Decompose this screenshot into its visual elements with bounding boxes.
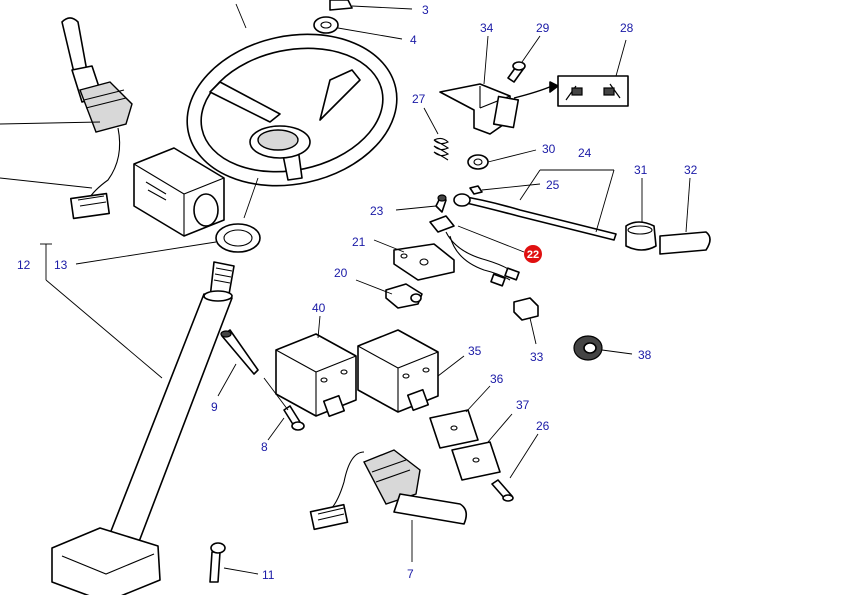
control-lever-7[interactable] bbox=[309, 449, 468, 562]
column-housing-bracket[interactable] bbox=[133, 147, 225, 237]
label-31: 31 bbox=[634, 163, 648, 177]
connector-33[interactable] bbox=[513, 297, 539, 345]
nut-3[interactable] bbox=[329, 0, 413, 11]
shift-rod-24[interactable] bbox=[453, 169, 617, 241]
label-27: 27 bbox=[412, 92, 426, 106]
washer-4[interactable] bbox=[313, 16, 403, 40]
knob-collar-31[interactable] bbox=[625, 178, 657, 251]
screw-29[interactable] bbox=[507, 35, 541, 83]
nut-25[interactable] bbox=[469, 183, 541, 195]
label-3: 3 bbox=[422, 3, 429, 17]
label-23: 23 bbox=[370, 204, 384, 218]
bolt-23[interactable] bbox=[395, 194, 447, 213]
label-8: 8 bbox=[261, 440, 268, 454]
highlight-marker-22 bbox=[524, 245, 542, 263]
grommet-38[interactable] bbox=[573, 335, 633, 361]
label-35: 35 bbox=[468, 344, 482, 358]
label-33: 33 bbox=[530, 350, 544, 364]
dust-seal-13[interactable] bbox=[75, 223, 261, 265]
bolt-8[interactable] bbox=[263, 377, 305, 441]
label-37: 37 bbox=[516, 398, 530, 412]
label-30: 30 bbox=[542, 142, 556, 156]
label-40: 40 bbox=[312, 301, 326, 315]
label-11: 11 bbox=[262, 568, 275, 582]
spring-27[interactable] bbox=[423, 107, 450, 161]
label-28: 28 bbox=[620, 21, 634, 35]
label-38: 38 bbox=[638, 348, 652, 362]
label-29: 29 bbox=[536, 21, 550, 35]
label-36: 36 bbox=[490, 372, 504, 386]
switch-bracket-34[interactable] bbox=[439, 35, 520, 135]
label-24: 24 bbox=[578, 146, 592, 160]
label-21: 21 bbox=[352, 235, 366, 249]
clip-20[interactable] bbox=[355, 279, 423, 309]
plate-36[interactable] bbox=[429, 385, 491, 449]
housing-35[interactable] bbox=[357, 329, 465, 413]
label-22[interactable]: 22 bbox=[527, 249, 539, 261]
plate-37[interactable] bbox=[451, 413, 513, 481]
label-7: 7 bbox=[407, 567, 414, 581]
label-13: 13 bbox=[54, 258, 68, 272]
steering-wheel[interactable] bbox=[173, 3, 411, 219]
bracket-21[interactable] bbox=[373, 239, 455, 281]
label-9: 9 bbox=[211, 400, 218, 414]
bolt-11[interactable] bbox=[209, 542, 259, 583]
steering-column[interactable] bbox=[40, 243, 235, 595]
washer-30[interactable] bbox=[467, 149, 537, 170]
label-4: 4 bbox=[410, 33, 417, 47]
label-20: 20 bbox=[334, 266, 348, 280]
label-32: 32 bbox=[684, 163, 698, 177]
switch-22[interactable] bbox=[429, 215, 525, 287]
pin-9[interactable] bbox=[217, 329, 259, 397]
label-12: 12 bbox=[17, 258, 31, 272]
decal-28[interactable] bbox=[513, 39, 629, 107]
knob-32[interactable] bbox=[659, 177, 711, 255]
label-26: 26 bbox=[536, 419, 550, 433]
housing-40[interactable] bbox=[275, 315, 357, 418]
left-control-lever-top[interactable] bbox=[0, 17, 133, 220]
label-34: 34 bbox=[480, 21, 494, 35]
label-25: 25 bbox=[546, 178, 560, 192]
screw-26[interactable] bbox=[491, 433, 539, 502]
